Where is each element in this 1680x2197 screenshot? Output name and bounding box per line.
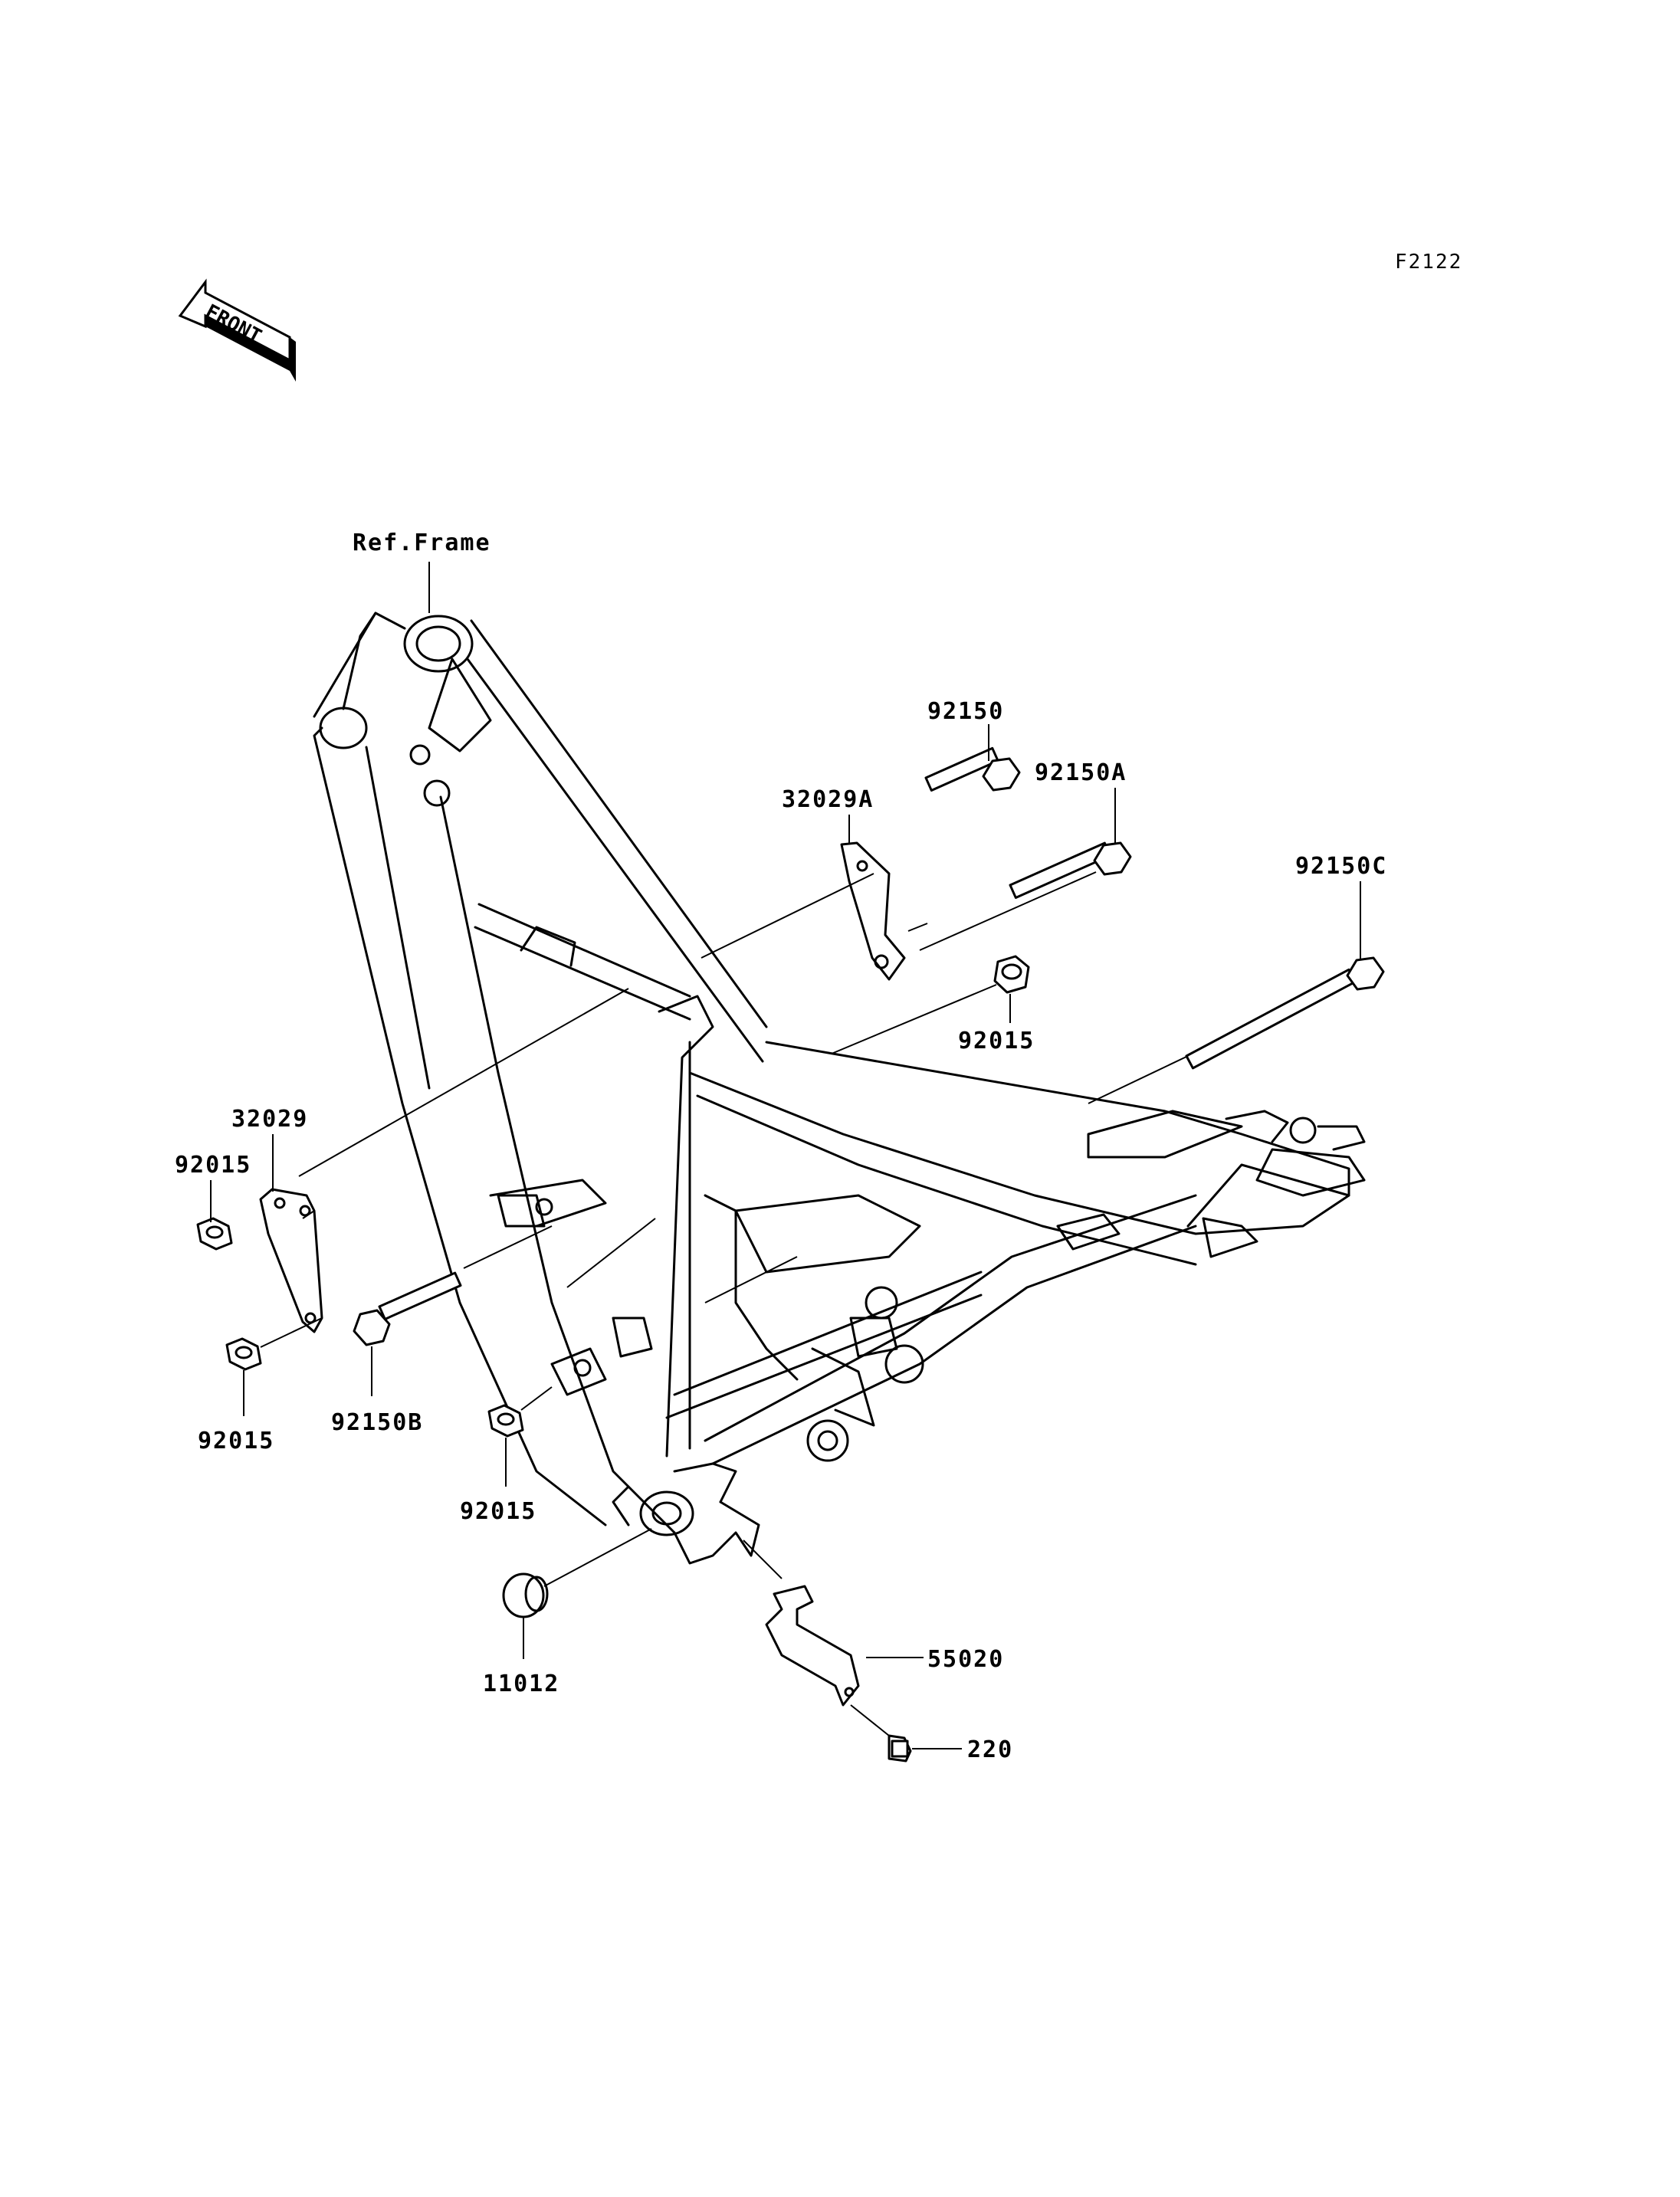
figure-code: F2122 (1395, 251, 1462, 274)
label-92150C: 92150C (1295, 853, 1387, 880)
guard-55020-icon (765, 1585, 860, 1707)
nut-92015-bottom-icon (487, 1404, 524, 1438)
label-92015-left-top: 92015 (175, 1152, 251, 1179)
label-32029: 32029 (231, 1106, 308, 1133)
label-220: 220 (967, 1736, 1013, 1763)
bracket-32029-icon (259, 1188, 323, 1333)
frame-drawing (313, 612, 1366, 1565)
nut-92015-right-icon (993, 955, 1030, 994)
label-32029A: 32029A (782, 786, 874, 813)
label-92015-bottom: 92015 (460, 1498, 536, 1525)
label-ref-frame: Ref.Frame (353, 530, 491, 556)
label-11012: 11012 (483, 1671, 559, 1697)
nut-92015-left-bottom-icon (225, 1337, 262, 1371)
leader-lines (210, 562, 1361, 1749)
label-92150A: 92150A (1035, 759, 1127, 786)
label-92150: 92150 (927, 698, 1004, 725)
label-92150B: 92150B (331, 1409, 423, 1436)
bolt-92150C-icon (1185, 956, 1385, 1070)
screw-220-icon (888, 1734, 912, 1763)
label-92015-right: 92015 (958, 1028, 1035, 1054)
label-55020: 55020 (927, 1646, 1004, 1673)
bolt-92150B-icon (353, 1271, 462, 1346)
front-arrow-icon: FRONT (178, 278, 296, 382)
bracket-32029A-icon (840, 841, 906, 981)
bolt-92150-icon (924, 746, 1021, 792)
cap-11012-icon (502, 1572, 549, 1618)
nut-92015-left-top-icon (196, 1217, 233, 1251)
bolt-92150A-icon (1009, 841, 1132, 899)
label-92015-left-bottom: 92015 (198, 1428, 274, 1454)
